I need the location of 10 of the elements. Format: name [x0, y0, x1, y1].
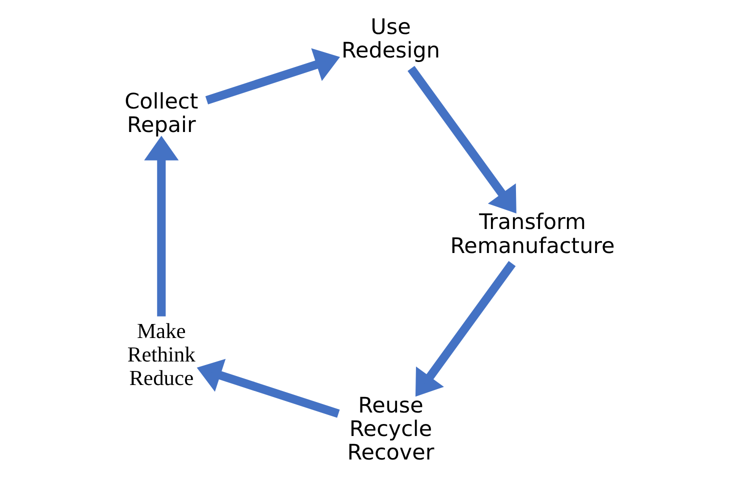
node-text: Reuse Recycle Recover	[346, 393, 434, 466]
arrow	[144, 136, 178, 316]
arrow	[196, 358, 340, 418]
node-text: Use Redesign	[341, 15, 440, 64]
node-text: Transform Remanufacture	[450, 210, 614, 259]
node-text: Collect Repair	[124, 90, 198, 138]
arrow	[407, 66, 516, 214]
arrow	[414, 261, 516, 397]
arrow	[204, 48, 340, 104]
node-text: Make Rethink Reduce	[126, 318, 195, 390]
